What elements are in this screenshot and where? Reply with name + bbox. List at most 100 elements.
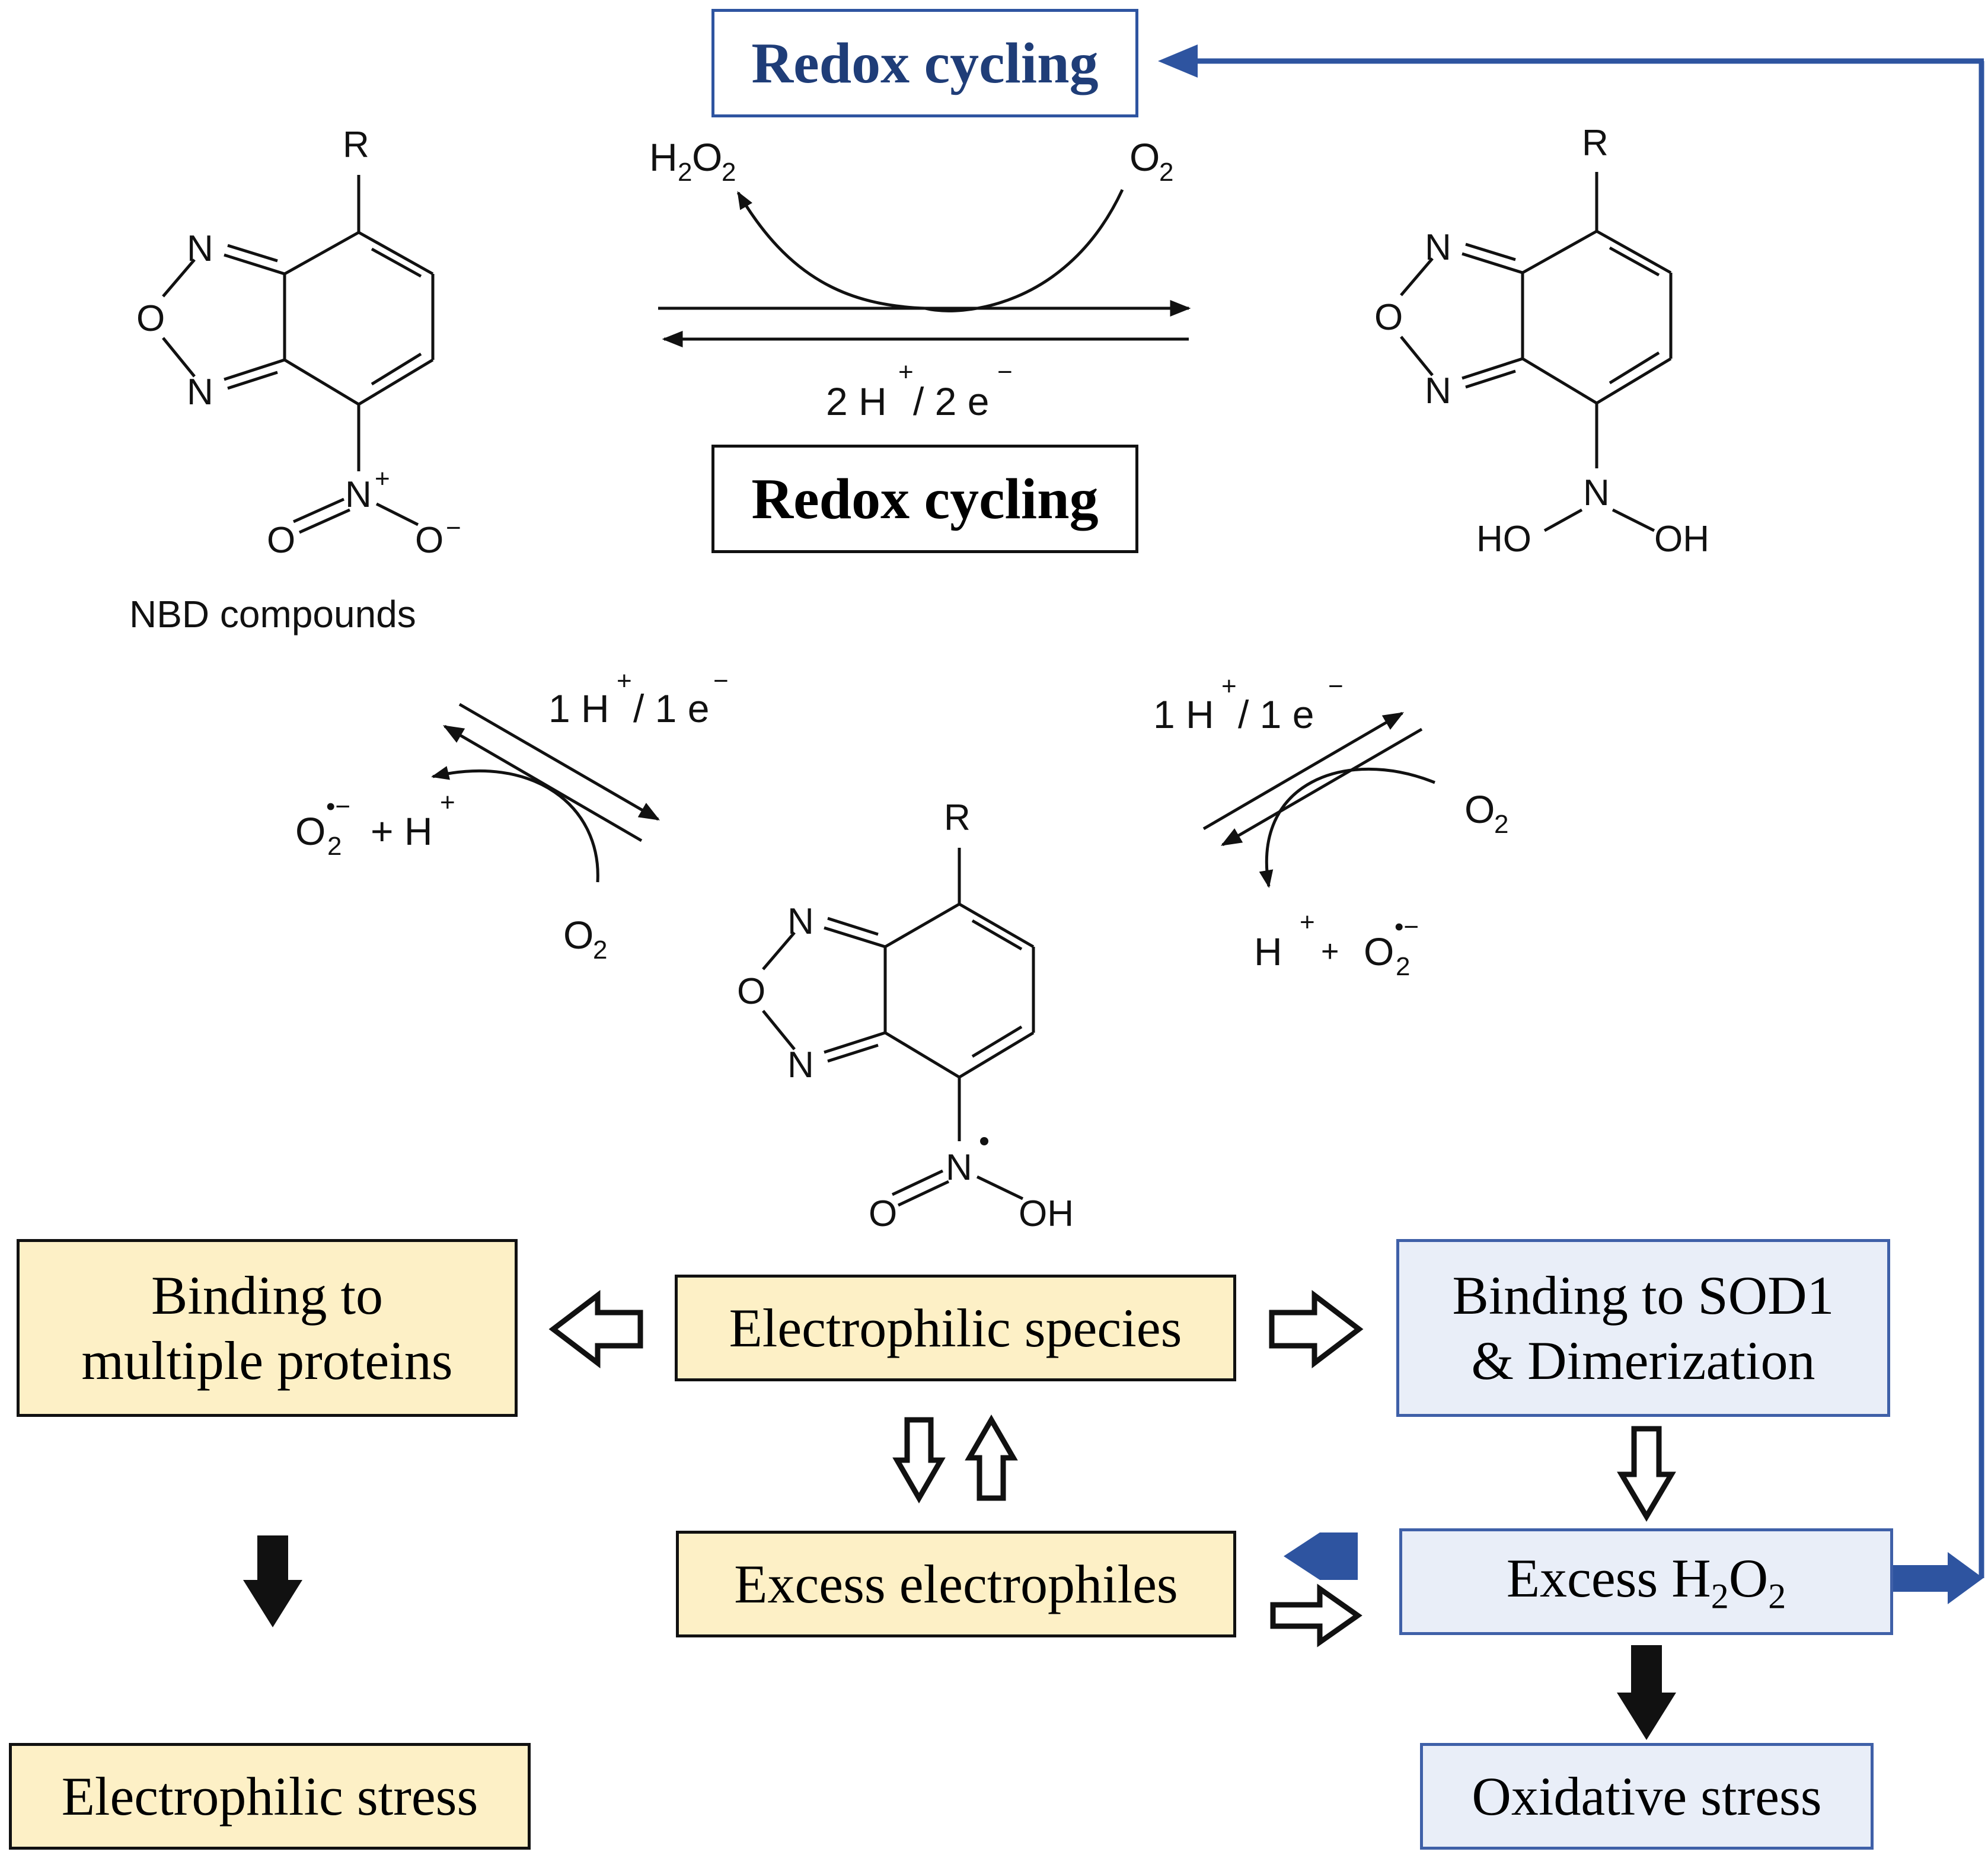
arrow-to-binding-sod1 [1269, 1289, 1364, 1369]
nbd-n-top: N [187, 228, 213, 269]
right-reagent-labels: 1 H + / 1 e − O 2 H + + O 2 •− [1153, 672, 1508, 981]
left-o2: O [563, 913, 593, 957]
h2o2-h: H [649, 135, 678, 179]
svg-text:O: O [692, 135, 722, 179]
center-equilibrium [658, 189, 1191, 347]
hyd-n-center: N [1583, 472, 1610, 513]
rad-n-top: N [787, 901, 814, 942]
hyd-oh-right: OH [1654, 519, 1709, 560]
svg-text:2: 2 [593, 936, 607, 965]
arrow-to-excess-h2o2 [1617, 1426, 1676, 1522]
redox-cycling-title-top: Redox cycling [711, 9, 1138, 117]
rad-n-center: N [946, 1147, 972, 1188]
radical-molecule [762, 848, 1035, 1207]
left-forward-arrow [458, 703, 660, 821]
excess-h2o2-label: Excess H2O2 [1506, 1547, 1786, 1616]
svg-text:+ H: + H [371, 809, 433, 853]
electrophilic-stress-box: Electrophilic stress [9, 1743, 531, 1850]
right-forward-arrow [1202, 711, 1405, 831]
redox-top-label: Redox cycling [751, 31, 1099, 95]
svg-text:2: 2 [722, 158, 736, 187]
center-electrons: 2 H [826, 379, 887, 423]
left-curved-arrow [431, 766, 599, 883]
hyd-ho-left: HO [1476, 519, 1531, 560]
arrow-to-binding-proteins [548, 1289, 643, 1369]
nbd-nitro-n: N [345, 474, 372, 515]
o2-top-right: O [1129, 135, 1160, 179]
nbd-o-ring: O [136, 298, 165, 339]
nbd-molecule [162, 175, 435, 534]
electrophilic-species-label: Electrophilic species [729, 1298, 1182, 1358]
right-h: H [1254, 930, 1282, 973]
right-superoxide: O [1364, 930, 1394, 973]
h2o2-curved-arrow [736, 189, 1124, 312]
binding-proteins-line2: multiple proteins [81, 1330, 453, 1391]
nbd-o-charge: − [446, 513, 461, 542]
svg-text:/ 1 e: / 1 e [633, 687, 709, 730]
arrow-to-oxidative-stress [1617, 1645, 1676, 1740]
right-o2: O [1464, 787, 1495, 831]
svg-text:•−: •− [326, 792, 350, 821]
svg-text:−: − [713, 666, 729, 695]
hydroxylamine-molecule [1400, 172, 1673, 532]
arrow-up-to-electrophilic-species [965, 1415, 1018, 1501]
arrow-to-electrophilic-stress [243, 1535, 302, 1627]
binding-sod1-line1: Binding to SOD1 [1452, 1265, 1834, 1326]
redox-cycling-title-center: Redox cycling [711, 445, 1138, 553]
excess-h2o2-box: Excess H2O2 [1399, 1528, 1893, 1635]
arrow-down-to-excess-electrophiles [892, 1417, 946, 1503]
left-reverse-arrow [442, 724, 643, 842]
svg-text:/ 2 e: / 2 e [913, 379, 989, 423]
redox-center-label: Redox cycling [751, 467, 1099, 531]
nbd-n-bottom: N [187, 372, 213, 413]
hydroxylamine-labels: R N O N N HO OH [1374, 123, 1709, 560]
nbd-caption: NBD compounds [129, 593, 416, 636]
electrophilic-stress-label: Electrophilic stress [61, 1766, 478, 1827]
hyd-n-bottom: N [1425, 371, 1451, 411]
hyd-o-ring: O [1374, 297, 1403, 338]
right-reverse-arrow [1220, 727, 1423, 847]
right-equilibrium [1202, 711, 1435, 888]
arrow-to-excess-h2o2-from-electrophiles [1270, 1583, 1362, 1648]
svg-text:−: − [997, 357, 1013, 387]
svg-text:2: 2 [678, 158, 692, 187]
rad-n-bottom: N [787, 1045, 814, 1085]
block-arrows [243, 1289, 1676, 1740]
oxidative-stress-label: Oxidative stress [1472, 1766, 1822, 1827]
binding-sod1-box: Binding to SOD1 & Dimerization [1396, 1239, 1890, 1417]
svg-text:/ 1 e: / 1 e [1238, 692, 1314, 736]
svg-text:+: + [617, 666, 632, 695]
svg-text:+: + [1321, 934, 1339, 969]
rad-r-label: R [944, 797, 971, 838]
rad-oh-right: OH [1019, 1193, 1074, 1234]
svg-text:2: 2 [1396, 952, 1410, 981]
right-curved-arrow [1259, 767, 1435, 888]
rad-o-left: O [869, 1193, 897, 1234]
svg-text:+: + [1221, 672, 1237, 701]
svg-text:1 H: 1 H [548, 687, 610, 730]
oxidative-stress-box: Oxidative stress [1420, 1743, 1874, 1850]
left-reagent-labels: 1 H + / 1 e − O 2 •− + H + O 2 [295, 666, 729, 965]
svg-text:+: + [898, 357, 914, 387]
nbd-r-label: R [343, 124, 369, 165]
nbd-nitro-charge: + [375, 464, 390, 493]
excess-electrophiles-box: Excess electrophiles [676, 1531, 1236, 1637]
binding-sod1-line2: & Dimerization [1471, 1330, 1815, 1391]
excess-electrophiles-label: Excess electrophiles [734, 1554, 1178, 1614]
rad-o-ring: O [737, 971, 765, 1012]
radical-labels: R N O N N O OH [737, 797, 1074, 1234]
blue-arrow-to-excess-electrophiles [1284, 1532, 1358, 1580]
svg-text:2: 2 [1494, 810, 1508, 839]
svg-text:1 H: 1 H [1153, 692, 1214, 736]
nbd-labels: R N O N N + O O − NBD compounds [129, 124, 461, 636]
svg-text:2: 2 [327, 832, 342, 861]
svg-text:−: − [1328, 672, 1344, 701]
svg-text:+: + [1300, 908, 1315, 937]
svg-text:2: 2 [1159, 158, 1173, 187]
nbd-o-left: O [267, 520, 295, 561]
feedback-loop [1158, 44, 1984, 1604]
binding-proteins-box: Binding to multiple proteins [17, 1239, 518, 1417]
hyd-n-top: N [1425, 227, 1451, 268]
